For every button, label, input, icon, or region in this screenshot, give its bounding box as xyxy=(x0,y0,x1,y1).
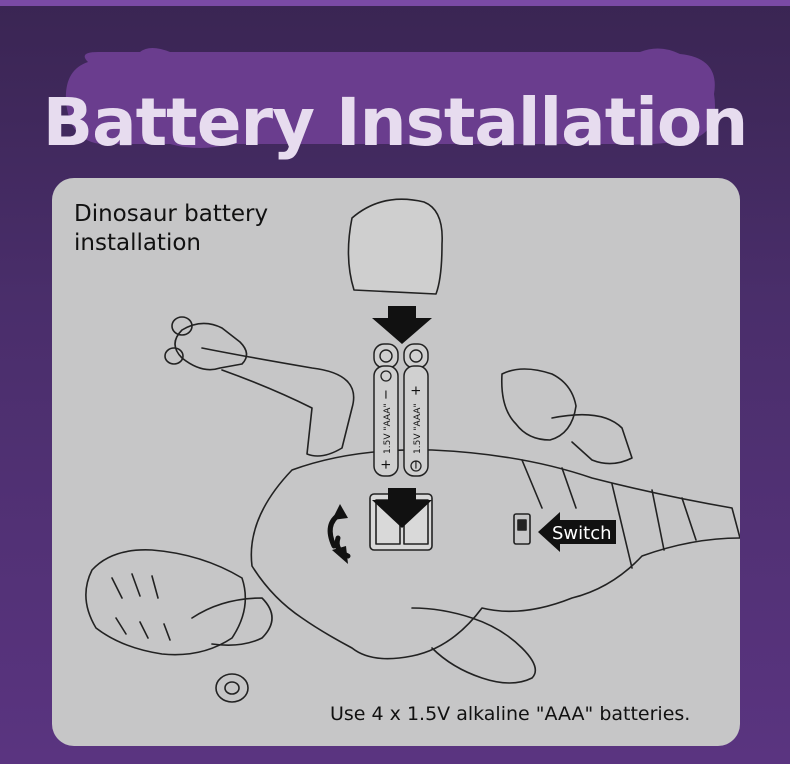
dinosaur-leg xyxy=(411,607,537,684)
battery-note: Use 4 x 1.5V alkaline "AAA" batteries. xyxy=(330,703,691,725)
page-title: Battery Installation xyxy=(42,84,748,161)
switch-slot xyxy=(513,513,531,545)
dinosaur-illustration: 1.5V "AAA" + − 1.5V "AAA" + − xyxy=(85,198,740,703)
top-strip xyxy=(0,0,790,6)
battery-minus: − xyxy=(379,389,394,400)
battery-group: 1.5V "AAA" + − 1.5V "AAA" + − xyxy=(373,343,429,477)
battery-plus: + xyxy=(409,385,424,396)
dinosaur-eye xyxy=(215,673,249,703)
dinosaur-head xyxy=(85,549,247,656)
instruction-panel: Dinosaur battery installation xyxy=(52,178,740,746)
dinosaur-arm-left xyxy=(174,322,248,371)
battery-label: 1.5V "AAA" xyxy=(383,403,393,454)
down-arrow-icon xyxy=(372,488,432,528)
dinosaur-claw xyxy=(171,316,193,336)
down-arrow-icon xyxy=(372,306,432,344)
title-badge-shape xyxy=(65,48,716,148)
dinosaur-body xyxy=(250,449,740,660)
panel-heading: Dinosaur battery installation xyxy=(74,201,269,256)
battery-left: 1.5V "AAA" + − xyxy=(373,365,399,477)
battery-right: 1.5V "AAA" + − xyxy=(403,365,429,477)
left-arrow-icon xyxy=(538,512,616,552)
battery-cover xyxy=(347,198,443,295)
battery-label: 1.5V "AAA" xyxy=(413,403,423,454)
dinosaur-arm-right xyxy=(500,368,577,441)
switch-label: Switch xyxy=(552,523,612,544)
battery-plus: + xyxy=(379,459,394,470)
title-badge: Battery Installation xyxy=(0,40,790,161)
battery-minus: − xyxy=(409,459,424,470)
